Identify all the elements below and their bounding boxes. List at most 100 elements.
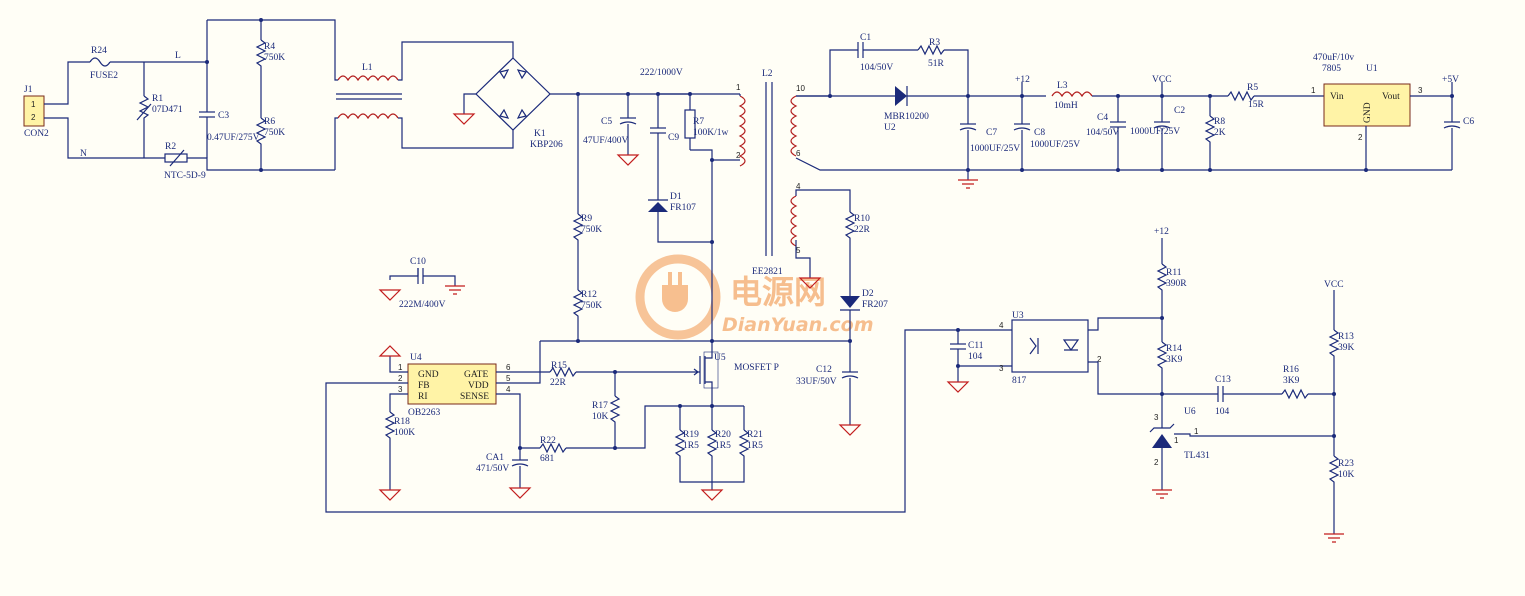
r16-value: 3K9 (1283, 376, 1300, 386)
u2-label: U2 (884, 123, 896, 133)
r3-value: 51R (928, 59, 945, 69)
u3-value: 817 (1012, 376, 1027, 386)
svg-text:4: 4 (796, 182, 801, 191)
resistor-r13 (1328, 329, 1340, 362)
resistor-r19 (674, 429, 686, 462)
d1-label: D1 (670, 192, 682, 202)
l1-label: L1 (362, 63, 373, 73)
l2-core: EE2821 (752, 267, 783, 277)
r12-label: R12 (581, 290, 597, 300)
resistor-r18 (384, 411, 396, 444)
earth-symbol (445, 285, 465, 295)
input-section: 1 2 J1 CON2 R24 FUSE2 L N R1 07D471 R2 N… (23, 18, 740, 181)
resistor-r6 (255, 117, 267, 152)
r18-label: R18 (394, 417, 410, 427)
bridge-rectifier-k1 (475, 57, 551, 131)
r23-value: 10K (1338, 470, 1355, 480)
r19-label: R19 (683, 430, 699, 440)
r17-label: R17 (592, 401, 608, 411)
watermark-en: DianYuan.com (722, 314, 874, 336)
resistor-r5 (1227, 90, 1255, 102)
svg-text:2: 2 (1097, 355, 1102, 364)
c9-rating: 222/1000V (640, 68, 683, 78)
ground-symbol (1152, 489, 1172, 499)
u4-label: U4 (410, 353, 422, 363)
svg-text:4: 4 (506, 385, 511, 394)
r24-label: R24 (91, 46, 107, 56)
regulator-u1 (1323, 83, 1411, 127)
fuse-f2 (89, 57, 111, 67)
svg-text:3: 3 (1154, 413, 1159, 422)
resistor-r11 (1156, 263, 1168, 296)
u4-pin-vdd: VDD (468, 381, 489, 391)
r21-value: 1R5 (747, 441, 763, 451)
u4-pin-ri: RI (418, 392, 428, 402)
r9-label: R9 (581, 214, 592, 224)
c11-label: C11 (968, 341, 984, 351)
u3-label: U3 (1012, 311, 1024, 321)
r9-value: 750K (581, 225, 602, 235)
c3-value: 0.47UF/275V (207, 133, 260, 143)
net-vcc: VCC (1152, 75, 1172, 85)
c1-label: C1 (860, 33, 871, 43)
r18-value: 100K (394, 428, 415, 438)
mosfet-u5 (688, 341, 719, 406)
r6-label: R6 (264, 117, 275, 127)
resistor-r10 (844, 211, 856, 244)
diode-d2 (840, 296, 860, 308)
r13-label: R13 (1338, 332, 1354, 342)
resistor-r23 (1328, 455, 1340, 488)
u4-pin-sense: SENSE (460, 392, 489, 402)
resistor-r14 (1156, 341, 1168, 374)
svg-text:1: 1 (1174, 436, 1179, 445)
r4-value: 750K (264, 53, 285, 63)
c3-label: C3 (218, 111, 229, 121)
net-plus12-fb: +12 (1154, 227, 1169, 237)
aux-supply: R10 22R D2 FR207 C12 33UF/50V (540, 211, 888, 436)
u5-value: MOSFET P (734, 363, 779, 373)
r15-value: 22R (550, 378, 567, 388)
r7-value: 100K/1w (693, 128, 729, 138)
r20-value: 1R5 (715, 441, 731, 451)
r5-value: 15R (1248, 100, 1265, 110)
d1-value: FR107 (670, 203, 696, 213)
resistor-r9 (572, 213, 584, 246)
l2-label: L2 (762, 69, 773, 79)
c12-label: C12 (816, 365, 832, 375)
svg-text:2: 2 (736, 151, 741, 160)
r7-label: R7 (693, 117, 704, 127)
c10-value: 222M/400V (399, 300, 446, 310)
ground-symbol (378, 489, 402, 501)
c5-value: 47UF/400V (583, 136, 629, 146)
net-plus12: +12 (1015, 75, 1030, 85)
svg-text:6: 6 (796, 149, 801, 158)
net-vcc-fb: VCC (1324, 280, 1344, 290)
r15-label: R15 (551, 361, 567, 371)
r3-label: R3 (929, 38, 940, 48)
k1-value: KBP206 (530, 140, 563, 150)
c12-value: 33UF/50V (796, 377, 837, 387)
c8-label: C8 (1034, 128, 1045, 138)
r4-label: R4 (264, 42, 275, 52)
r8-label: R8 (1214, 117, 1225, 127)
j1-label: J1 (24, 85, 33, 95)
controller-section: GND FB RI GATE VDD SENSE U4 OB2263 123 6… (325, 242, 1012, 513)
svg-text:1: 1 (398, 363, 403, 372)
u4-pin-gate: GATE (464, 370, 488, 380)
resistor-r15 (549, 366, 577, 378)
c9-label: C9 (668, 133, 679, 143)
ground-symbol (798, 277, 822, 289)
ground-symbol (838, 424, 862, 436)
r6-value: 750K (264, 128, 285, 138)
resistor-r12 (572, 289, 584, 322)
watermark-cn: 电源网 (730, 273, 826, 311)
connector-j1 (23, 95, 45, 127)
u2-value: MBR10200 (884, 112, 929, 122)
net-n: N (80, 149, 87, 159)
pwm-controller-u4 (407, 363, 497, 405)
c6-label: C6 (1463, 117, 1474, 127)
r10-label: R10 (854, 214, 870, 224)
c2-label: C2 (1174, 106, 1185, 116)
r11-label: R11 (1166, 268, 1182, 278)
